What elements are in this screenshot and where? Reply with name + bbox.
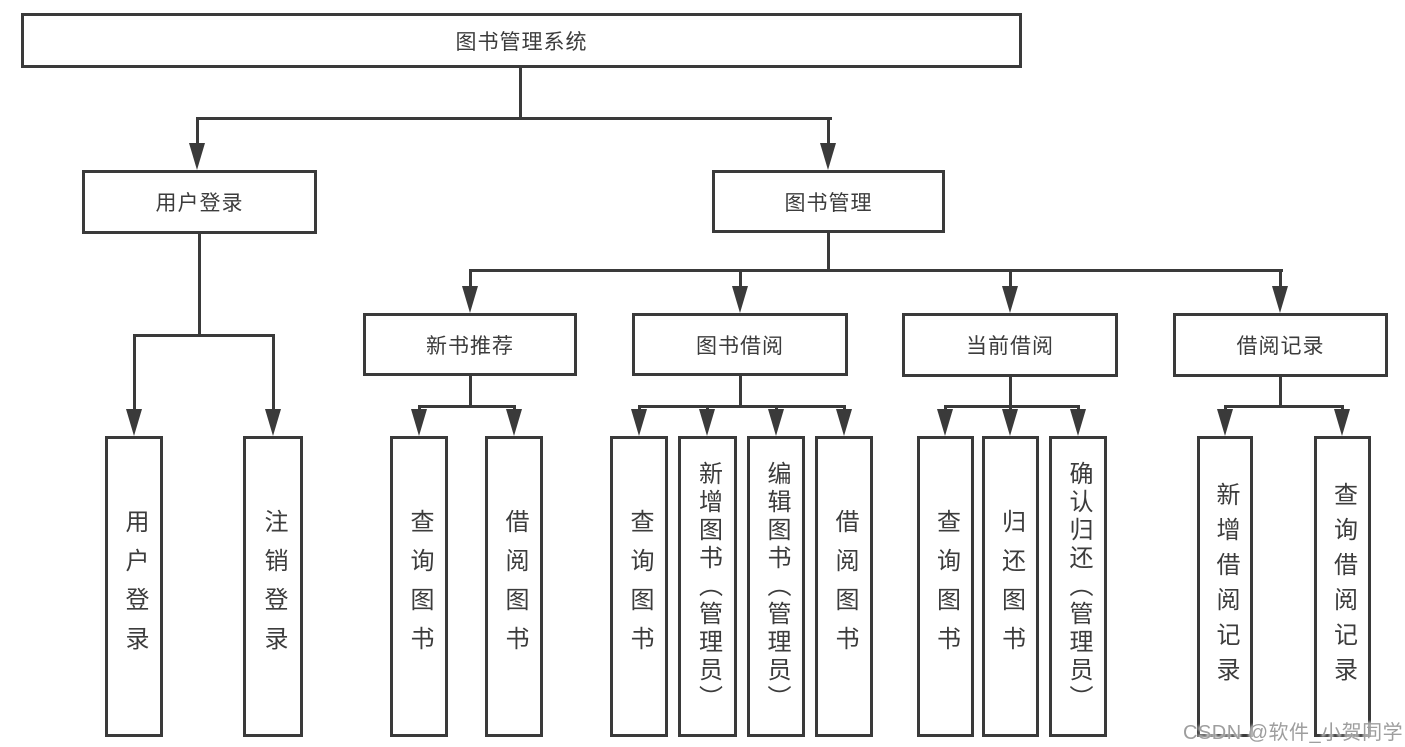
- connector-shaft-book-borrow: [739, 269, 742, 289]
- node-book-management: 图书管理: [712, 170, 945, 233]
- connector-br-stem: [1279, 377, 1282, 408]
- connector-newbook-stem: [469, 376, 472, 408]
- leaf-query-books-recommend: 查询图书: [390, 436, 448, 737]
- node-book-borrow: 图书借阅: [632, 313, 848, 376]
- leaf-logout-action: 注销登录: [243, 436, 303, 737]
- connector-br-branch: [1224, 405, 1344, 408]
- arrowhead-cb-confirm: [1070, 409, 1086, 436]
- node-user-login: 用户登录: [82, 170, 317, 234]
- arrowhead-user-login: [189, 143, 205, 170]
- arrowhead-br-query: [1334, 409, 1350, 436]
- arrowhead-book-borrow: [732, 286, 748, 313]
- leaf-add-books-admin: 新增图书（管理员）: [678, 436, 737, 737]
- node-new-book-recommend: 新书推荐: [363, 313, 577, 376]
- arrowhead-borrow-records: [1272, 286, 1288, 313]
- arrowhead-br-add: [1217, 409, 1233, 436]
- node-system-root: 图书管理系统: [21, 13, 1022, 68]
- arrowhead-cb-query: [937, 409, 953, 436]
- connector-book-mgmt-branch: [469, 269, 1283, 272]
- connector-shaft-current-borrow: [1009, 269, 1012, 289]
- leaf-edit-books-admin: 编辑图书（管理员）: [747, 436, 805, 737]
- leaf-add-borrow-record: 新增借阅记录: [1197, 436, 1253, 737]
- connector-shaft-user-login: [196, 117, 199, 145]
- leaf-borrow-books-recommend: 借阅图书: [485, 436, 543, 737]
- connector-book-mgmt-stem: [827, 233, 830, 272]
- leaf-query-borrow-record: 查询借阅记录: [1314, 436, 1371, 737]
- connector-user-login-stem: [198, 234, 201, 336]
- arrowhead-bb-borrow: [836, 409, 852, 436]
- connector-shaft-book-mgmt: [827, 117, 830, 145]
- node-current-borrow: 当前借阅: [902, 313, 1118, 377]
- node-borrow-records: 借阅记录: [1173, 313, 1388, 377]
- leaf-query-books-borrow: 查询图书: [610, 436, 668, 737]
- arrowhead-bb-edit: [768, 409, 784, 436]
- connector-bb-stem: [739, 376, 742, 408]
- watermark: CSDN @软件_小贺同学: [1183, 722, 1404, 744]
- connector-root-stem: [519, 68, 522, 119]
- leaf-confirm-return-admin: 确认归还（管理员）: [1049, 436, 1107, 737]
- leaf-return-books: 归还图书: [982, 436, 1039, 737]
- leaf-query-books-current: 查询图书: [917, 436, 974, 737]
- arrowhead-login-action: [126, 409, 142, 436]
- connector-cb-stem: [1009, 377, 1012, 408]
- arrowhead-nb-borrow: [506, 409, 522, 436]
- arrowhead-book-mgmt: [820, 143, 836, 170]
- connector-user-login-branch: [133, 334, 275, 337]
- arrowhead-bb-query: [631, 409, 647, 436]
- arrowhead-cb-return: [1002, 409, 1018, 436]
- arrowhead-new-book: [462, 286, 478, 313]
- connector-root-branch: [196, 117, 832, 120]
- connector-shaft-new-book: [469, 269, 472, 289]
- connector-shaft-logout-action: [272, 334, 275, 411]
- arrowhead-bb-add: [699, 409, 715, 436]
- connector-bb-branch: [638, 405, 845, 408]
- leaf-borrow-books-action: 借阅图书: [815, 436, 873, 737]
- arrowhead-current-borrow: [1002, 286, 1018, 313]
- arrowhead-nb-query: [411, 409, 427, 436]
- connector-cb-branch: [944, 405, 1080, 408]
- leaf-user-login-action: 用户登录: [105, 436, 163, 737]
- connector-newbook-branch: [418, 405, 516, 408]
- arrowhead-logout-action: [265, 409, 281, 436]
- connector-shaft-login-action: [133, 334, 136, 411]
- connector-shaft-borrow-records: [1279, 269, 1282, 289]
